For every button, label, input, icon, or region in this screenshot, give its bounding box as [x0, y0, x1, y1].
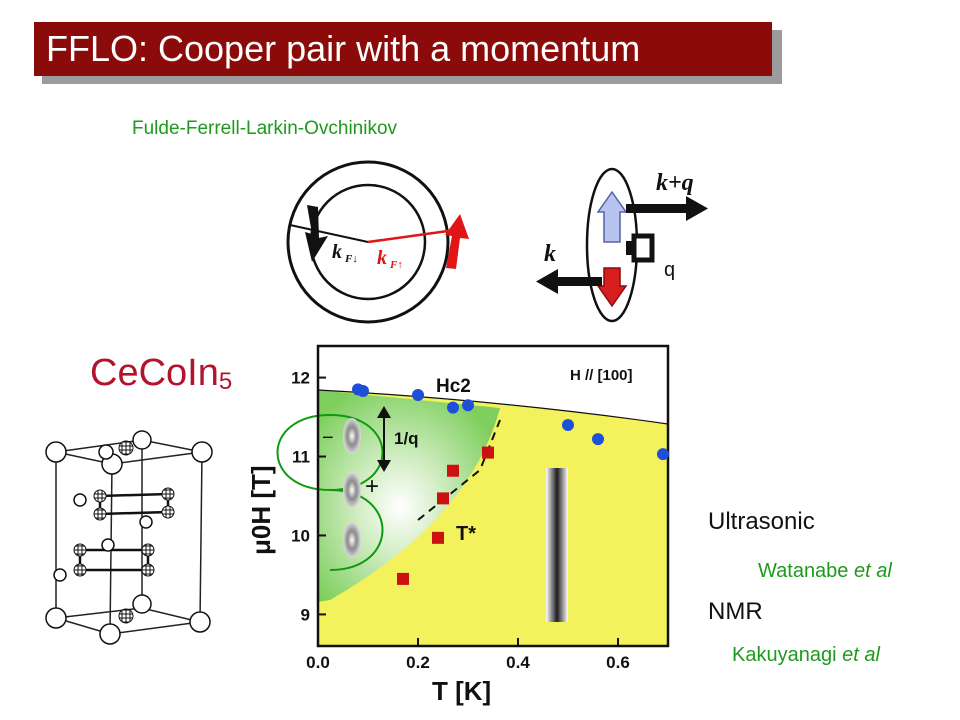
- tstar-boundary-line: [417, 419, 501, 521]
- material-base: CeCoIn: [90, 352, 219, 394]
- hc2-data-point: [412, 388, 424, 401]
- tstar-data-point: [482, 446, 494, 459]
- hc2-label: Hc2: [436, 376, 471, 397]
- nodal-blob-1: [343, 418, 361, 454]
- material-subscript: 5: [218, 368, 233, 395]
- x-tick-label: 0.0: [306, 653, 330, 672]
- wavelength-label: 1/q: [394, 429, 419, 448]
- tstar-data-point: [397, 572, 409, 585]
- wavelength-arrow-bottom-icon: [377, 460, 391, 472]
- y-tick-label: 11: [292, 448, 310, 467]
- subtitle: Fulde-Ferrell-Larkin-Ovchinikov: [132, 118, 398, 139]
- data-points: [352, 383, 669, 585]
- tstar-data-point: [432, 531, 444, 544]
- minus-sign: −: [322, 427, 334, 449]
- nodal-blob-3: [343, 522, 361, 558]
- fflo-region: [318, 390, 500, 602]
- x-tick-label: 0.6: [606, 653, 630, 672]
- x-axis-title: T [K]: [432, 676, 491, 706]
- order-parameter-wave: [276, 414, 384, 571]
- field-direction-label: H // [100]: [570, 367, 633, 384]
- technique-nmr: NMR: [708, 598, 763, 625]
- technique-ultrasonic: Ultrasonic: [708, 508, 815, 535]
- y-axis-title: μ0H [T]: [246, 465, 276, 555]
- wavelength-arrow-top-icon: [377, 406, 391, 418]
- tstar-data-point: [437, 492, 449, 505]
- plot-frame: [316, 344, 670, 648]
- hc2-data-point: [447, 401, 459, 414]
- hc2-data-point: [592, 433, 604, 446]
- hc2-data-point: [562, 418, 574, 431]
- author-watanabe: Watanabe et al: [758, 560, 892, 582]
- hc2-data-point: [357, 385, 369, 397]
- tstar-label: T*: [456, 523, 476, 545]
- plus-sign: +: [365, 473, 379, 500]
- hc2-data-point: [462, 399, 474, 412]
- x-tick-label: 0.4: [506, 653, 530, 672]
- material-name: CeCoIn5: [90, 352, 232, 396]
- vortex-bar: [546, 468, 568, 622]
- axis-ticks: 0.0 0.2 0.4 0.6 12 11 10 9: [291, 369, 630, 672]
- hc2-data-point: [657, 448, 669, 461]
- x-tick-label: 0.2: [406, 653, 430, 672]
- tstar-data-point: [447, 464, 459, 477]
- y-tick-label: 12: [291, 369, 310, 388]
- nodal-blob-2: [343, 472, 361, 508]
- y-tick-label: 9: [301, 605, 310, 624]
- author-kakuyanagi: Kakuyanagi et al: [732, 644, 880, 666]
- slide-title: FFLO: Cooper pair with a momentum: [34, 22, 772, 76]
- y-tick-label: 10: [291, 526, 310, 545]
